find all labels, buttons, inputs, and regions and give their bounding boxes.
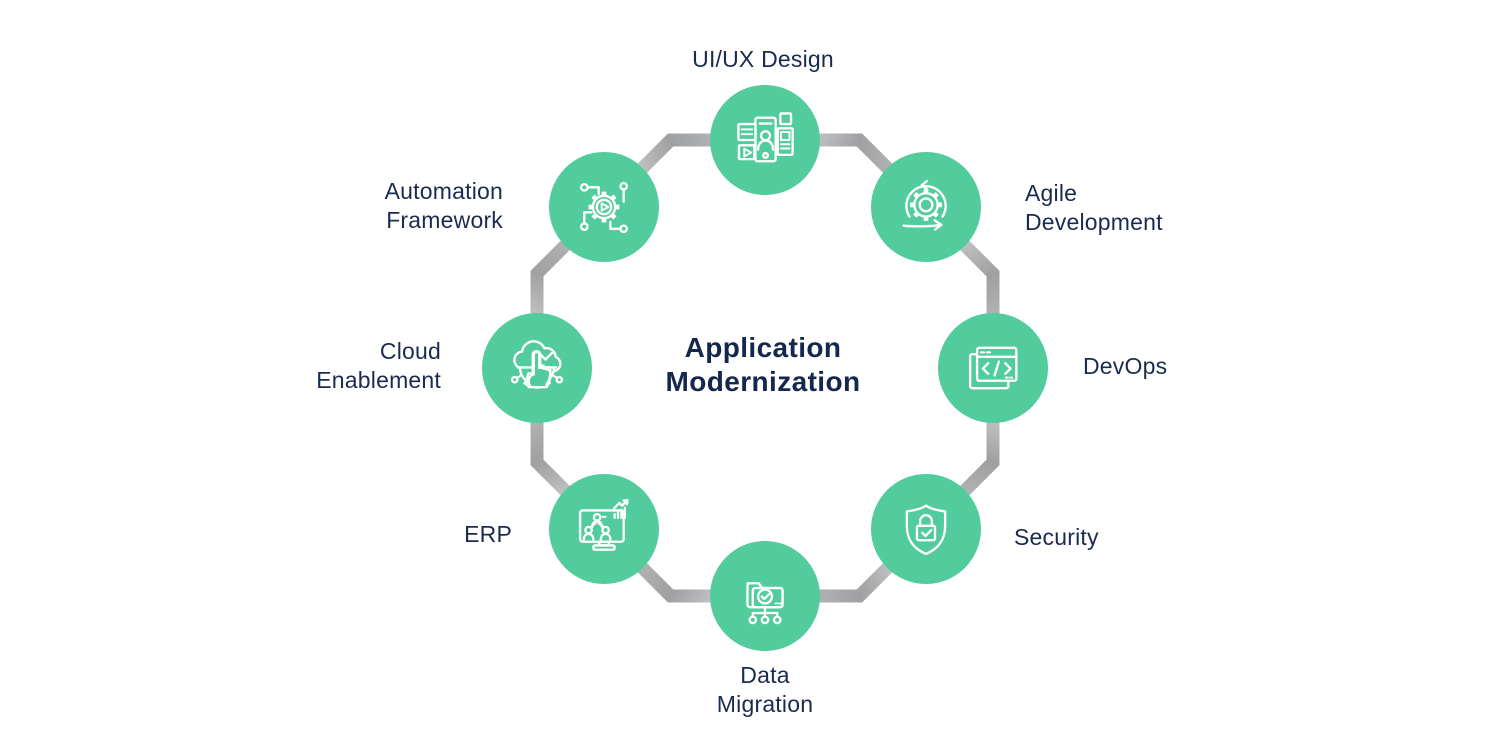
label-security: Security [1014, 524, 1099, 550]
node-cloud-enablement [482, 313, 592, 423]
node-agile-development [871, 152, 981, 262]
node-devops [938, 313, 1048, 423]
ui-ux-design-icon [737, 112, 794, 163]
label-devops: DevOps [1083, 353, 1168, 379]
erp-icon [578, 499, 629, 551]
label-agile-development: Agile Development [1025, 180, 1163, 235]
label-erp: ERP [464, 521, 512, 547]
node-security [871, 474, 981, 584]
label-automation-framework: Automation Framework [384, 178, 503, 233]
agile-development-icon [902, 179, 947, 231]
label-ui-ux-design: UI/UX Design [692, 46, 834, 72]
label-data-migration: Data Migration [716, 662, 814, 717]
devops-icon [968, 346, 1018, 390]
label-cloud-enablement: Cloud Enablement [316, 338, 441, 393]
security-icon [905, 504, 947, 556]
node-erp [549, 474, 659, 584]
cloud-enablement-icon [510, 340, 564, 389]
node-data-migration [710, 541, 820, 651]
node-automation-framework [549, 152, 659, 262]
diagram-title: Application Modernization [665, 332, 861, 397]
automation-framework-icon [579, 181, 629, 234]
node-ui-ux-design [710, 85, 820, 195]
data-migration-icon [746, 582, 784, 625]
